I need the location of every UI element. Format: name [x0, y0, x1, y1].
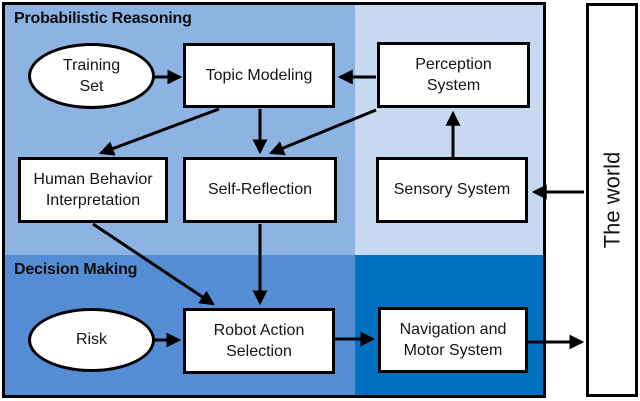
node-the-world: The world	[586, 3, 638, 397]
node-training-set: Training Set	[28, 43, 155, 109]
node-perception-system-label: Perception System	[415, 55, 492, 94]
node-self-reflection-label: Self-Reflection	[207, 181, 313, 199]
node-human-behavior-interpretation-label: Human Behavior Interpretation	[33, 170, 153, 209]
node-navigation-motor-system-label: Navigation and Motor System	[399, 320, 507, 359]
node-the-world-label: The world	[599, 151, 624, 249]
node-sensory-system-label: Sensory System	[393, 181, 511, 199]
node-training-set-label: Training Set	[62, 56, 121, 95]
node-sensory-system: Sensory System	[376, 157, 528, 223]
node-self-reflection: Self-Reflection	[183, 157, 337, 223]
node-topic-modeling: Topic Modeling	[183, 43, 335, 108]
region-label-probabilistic-reasoning: Probabilistic Reasoning	[14, 10, 192, 27]
node-perception-system: Perception System	[377, 42, 530, 108]
node-topic-modeling-label: Topic Modeling	[205, 66, 313, 84]
node-risk-label: Risk	[75, 331, 108, 349]
node-robot-action-selection-label: Robot Action Selection	[213, 321, 305, 360]
region-label-decision-making: Decision Making	[14, 261, 138, 278]
node-human-behavior-interpretation: Human Behavior Interpretation	[18, 157, 168, 223]
node-risk: Risk	[28, 308, 155, 372]
node-navigation-motor-system: Navigation and Motor System	[378, 307, 528, 373]
node-robot-action-selection: Robot Action Selection	[183, 308, 335, 374]
